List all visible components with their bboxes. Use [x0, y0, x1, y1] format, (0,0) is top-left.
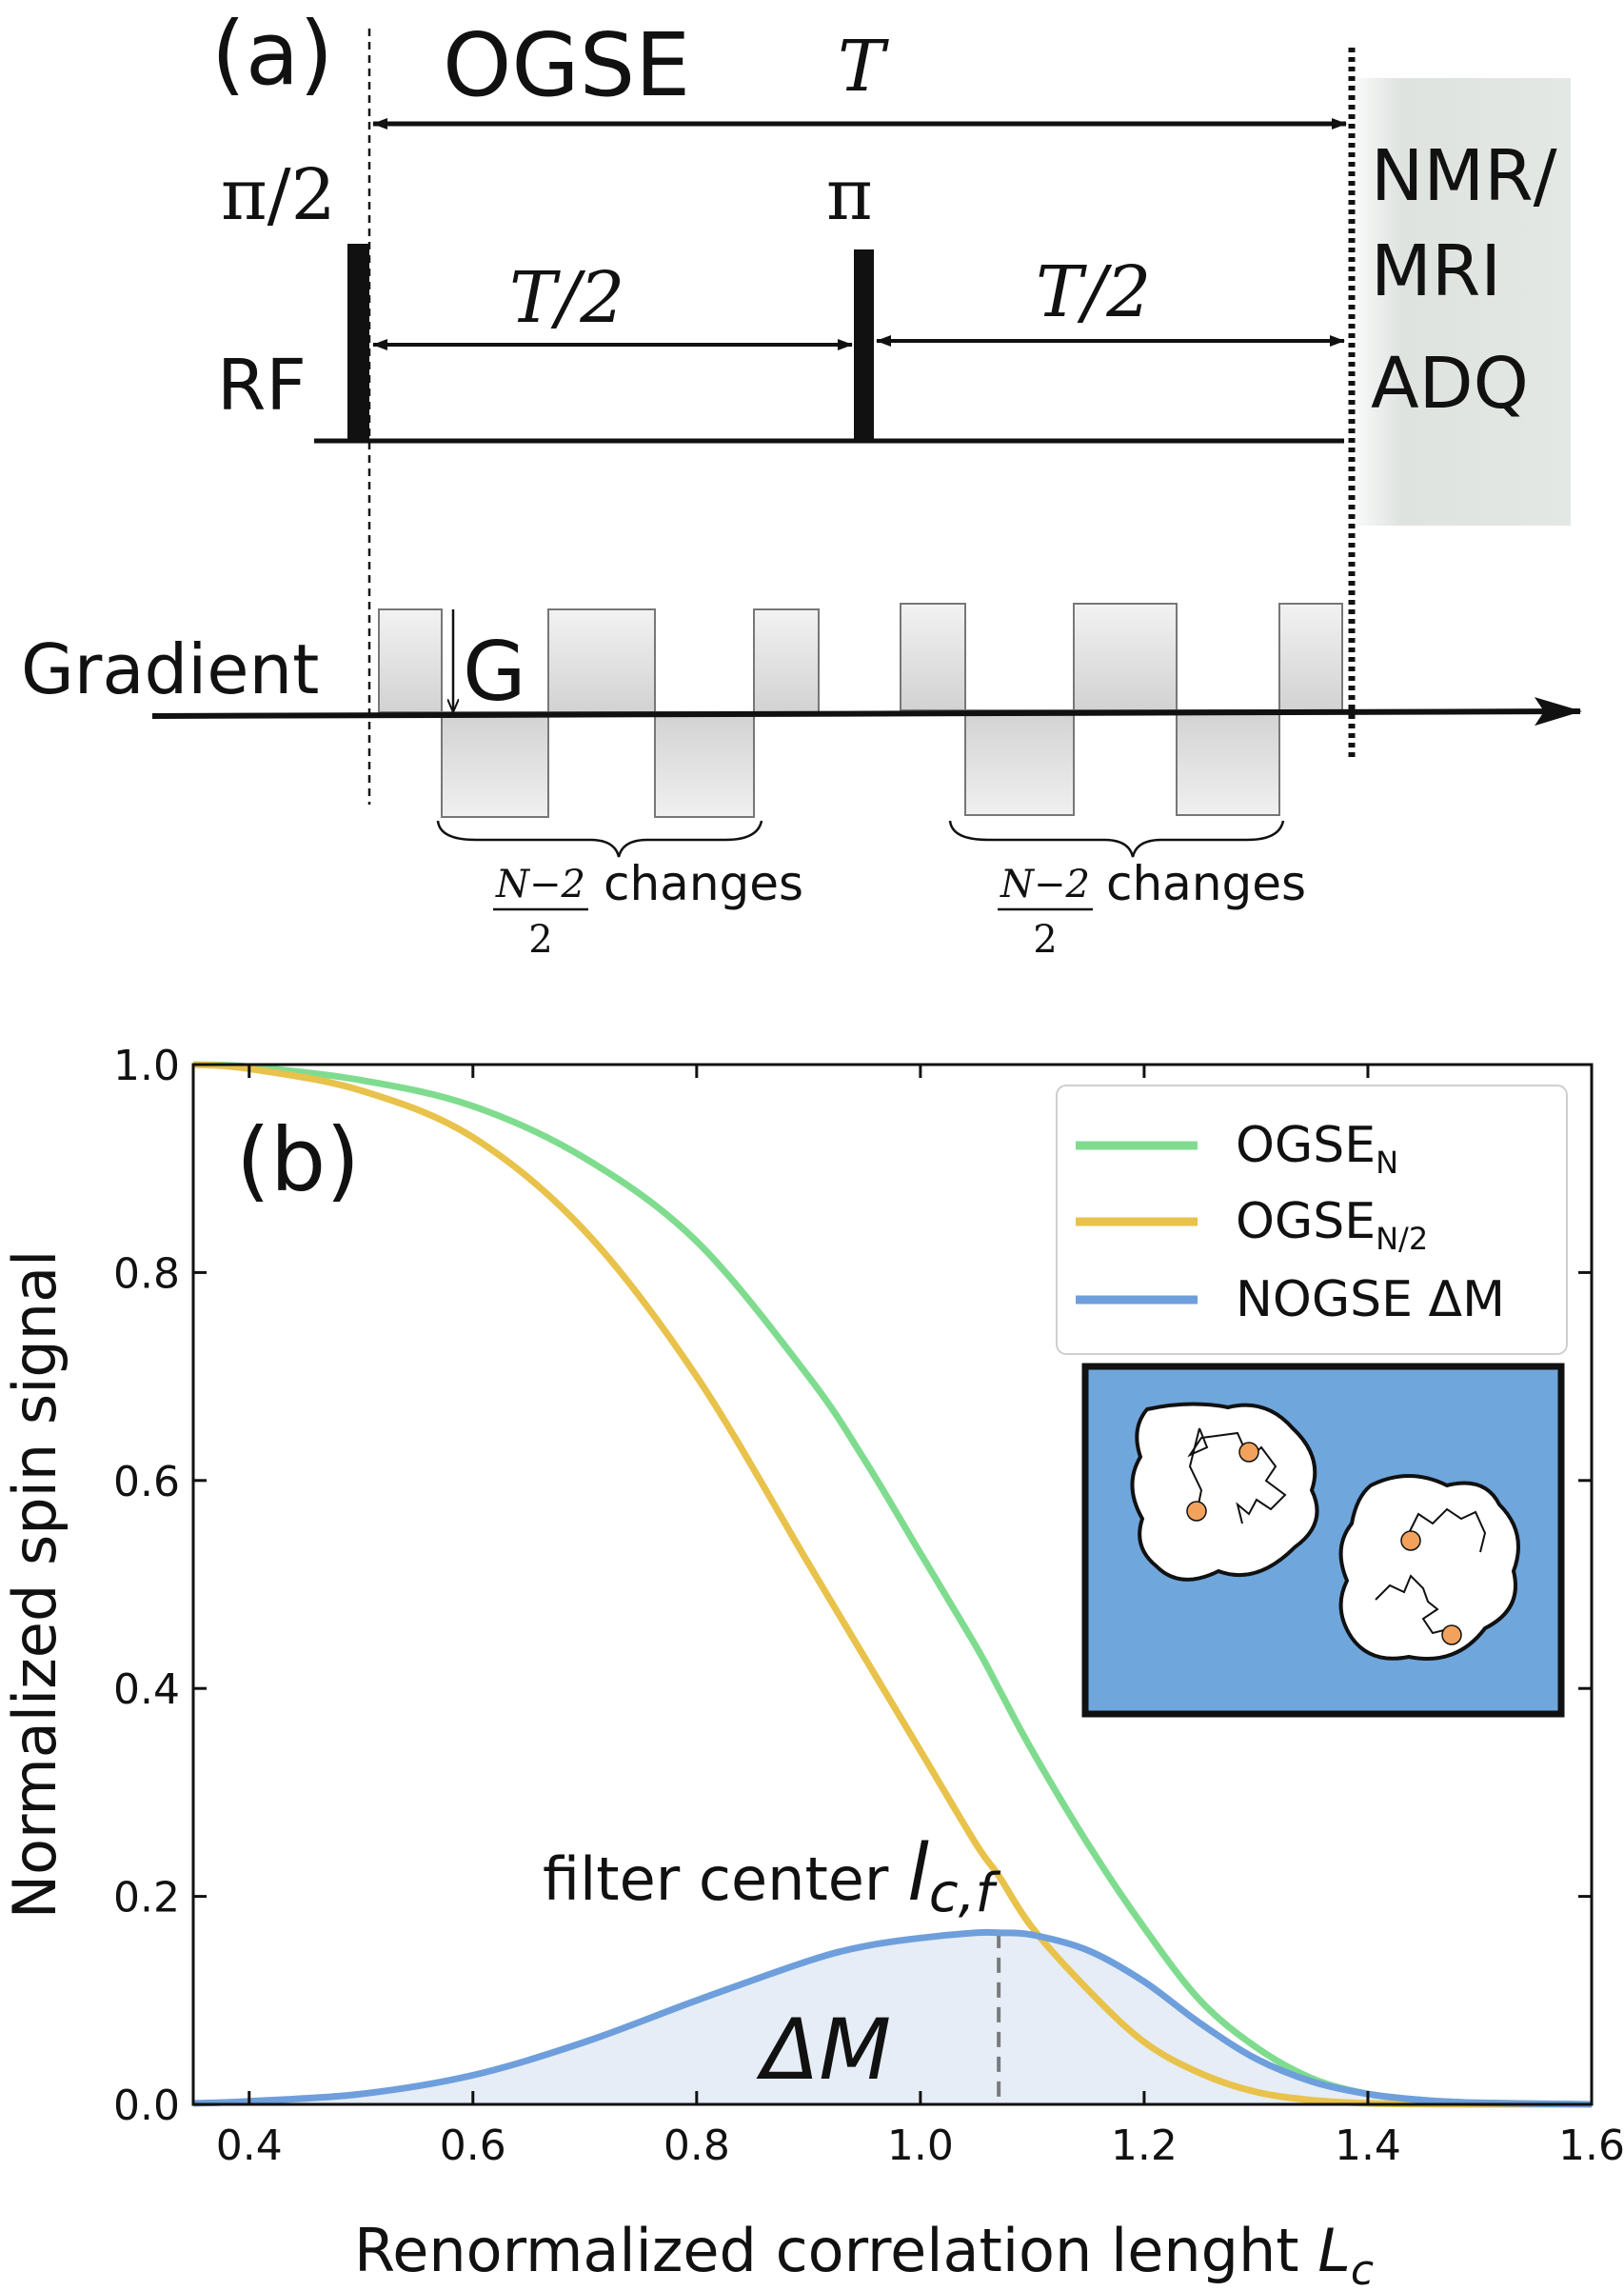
random-walk-path	[1375, 1574, 1453, 1635]
gradient-lobe	[1073, 603, 1178, 711]
series-line-nogse	[192, 1928, 1593, 2108]
y-tick-label: 0.2	[113, 1874, 180, 1922]
gradient-lobe	[964, 709, 1075, 816]
pore-left	[1130, 1402, 1319, 1582]
x-tick-label: 1.6	[1558, 2122, 1624, 2170]
right-brace	[948, 820, 1285, 858]
acquisition-region	[1344, 78, 1571, 526]
gradient-lobe	[654, 711, 755, 818]
filter-center-text: filter center	[543, 1844, 907, 1914]
gradient-lobe	[1176, 709, 1280, 816]
acq-label-line2: MRI	[1371, 230, 1501, 312]
changes-text: changes	[604, 856, 803, 911]
x-tick-label: 0.8	[663, 2122, 730, 2170]
gradient-lobe	[378, 608, 443, 713]
spin-dot	[1400, 1530, 1421, 1551]
half-time-right-label: T/2	[1036, 251, 1151, 333]
x-axis-title: Renormalized correlation lenght Lc	[354, 2216, 1374, 2291]
x-tick-label: 0.4	[216, 2122, 283, 2170]
y-axis-title: Normalized spin signal	[0, 1250, 69, 1920]
acq-label-line3: ADQ	[1371, 343, 1529, 425]
legend-name: OGSE	[1236, 1117, 1376, 1174]
delta-m-label: ΔM	[756, 2001, 891, 2099]
gradient-time-axis	[151, 697, 1582, 727]
changes-label-left: N−2 2 changes	[493, 856, 803, 962]
spin-dot	[1238, 1442, 1259, 1463]
delta-m-area	[193, 1932, 1592, 2104]
pulse-90-label: π/2	[221, 154, 336, 236]
panel-b: 0.4 0.6 0.8 1.0 1.2 1.4 1.6 0.0 0.2 0.4 0.6 0.8 1.0R…	[0, 1042, 1624, 2291]
panel-a: (a) OGSE T NMR/ MRI ADQ π/2 π RF T/2 T/2	[21, 3, 1582, 962]
gradient-lobe	[1278, 603, 1343, 711]
legend-entry-ogse-n: OGSEN	[1236, 1117, 1398, 1181]
diffusing-spins-in-pores-icon	[1081, 1363, 1565, 1718]
x-axis-symbol: L	[1317, 2216, 1351, 2285]
changes-denominator: 2	[528, 918, 552, 962]
random-walk-path	[1408, 1507, 1487, 1553]
left-brace	[436, 820, 763, 858]
pulse-180-bar	[854, 249, 874, 442]
legend: OGSEN OGSEN/2 NOGSE ΔM	[1056, 1085, 1568, 1355]
changes-numerator: N−2	[1000, 863, 1090, 906]
half-time-left-label: T/2	[509, 257, 624, 339]
x-tick-label: 1.0	[887, 2122, 954, 2170]
pulse-90-bar	[347, 244, 369, 439]
gradient-waveform	[378, 603, 1343, 818]
pore-right	[1338, 1474, 1520, 1661]
x-tick-label: 1.4	[1335, 2122, 1401, 2170]
gradient-lobe	[547, 608, 656, 713]
filter-center-label: filter center lc,f	[543, 1828, 1001, 1924]
spin-dot	[1186, 1501, 1207, 1522]
legend-name: OGSE	[1236, 1193, 1376, 1250]
plot-area: 0.4 0.6 0.8 1.0 1.2 1.4 1.6 0.0 0.2 0.4 0.6 0.8 1.0R…	[0, 1042, 1624, 2291]
x-axis-subscript: c	[1351, 2246, 1374, 2291]
y-tick-label: 1.0	[113, 1042, 180, 1090]
panel-a-label: (a)	[211, 3, 333, 105]
changes-numerator: N−2	[495, 863, 585, 906]
panel-b-label: (b)	[236, 1109, 360, 1211]
gradient-amp-label: G	[463, 625, 526, 720]
legend-entry-nogse: NOGSE ΔM	[1236, 1271, 1505, 1328]
gradient-label: Gradient	[21, 629, 319, 709]
changes-denominator: 2	[1033, 918, 1057, 962]
y-tick-label: 0.6	[113, 1458, 180, 1506]
ogse-title: OGSE	[443, 14, 690, 116]
x-tick-label: 1.2	[1111, 2122, 1178, 2170]
filter-center-symbol: l	[907, 1828, 929, 1919]
pulse-180-label: π	[826, 154, 873, 236]
rf-label: RF	[217, 345, 307, 427]
y-tick-label: 0.4	[113, 1665, 180, 1714]
spin-dot	[1441, 1624, 1462, 1645]
legend-subscript: N/2	[1376, 1221, 1428, 1257]
gradient-lobe	[900, 603, 966, 711]
legend-entry-ogse-n2: OGSEN/2	[1236, 1193, 1428, 1257]
series-line-ogse-n2	[192, 1061, 1593, 2108]
changes-text: changes	[1106, 856, 1306, 911]
legend-subscript: N	[1376, 1145, 1398, 1181]
y-tick-label: 0.8	[113, 1249, 180, 1298]
acq-label-line1: NMR/	[1371, 135, 1557, 217]
x-tick-label: 0.6	[440, 2122, 506, 2170]
legend-box	[1056, 1085, 1568, 1355]
changes-label-right: N−2 2 changes	[998, 856, 1306, 962]
gradient-lobe	[441, 711, 549, 818]
total-time-label: T	[838, 26, 889, 108]
plot-frame	[191, 1063, 1594, 2106]
filter-center-subscript: c,f	[929, 1863, 1001, 1924]
y-tick-label: 0.0	[113, 2082, 180, 2130]
random-walk-path	[1188, 1427, 1203, 1510]
gradient-lobe	[753, 608, 820, 713]
